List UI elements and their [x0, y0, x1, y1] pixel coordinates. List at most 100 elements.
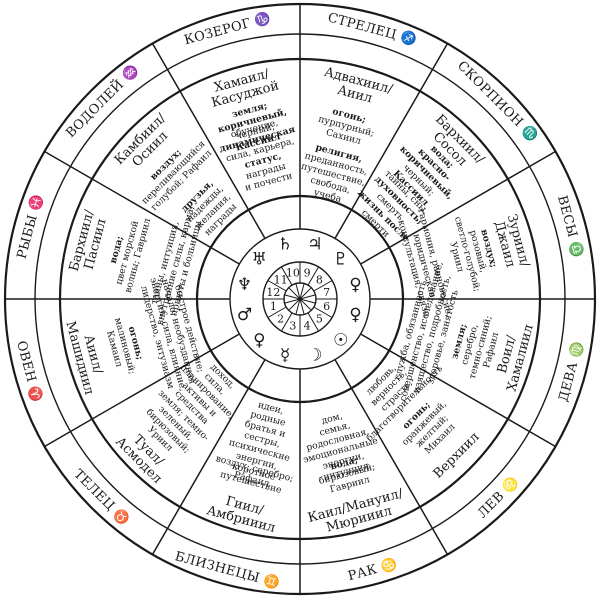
zodiac-sign-label: СТРЕЛЕЦ ♐	[326, 9, 419, 48]
zodiac-sign-name: ТЕЛЕЦ	[70, 467, 117, 514]
hub-divider	[281, 312, 293, 332]
zodiac-sign-icon: ♑	[253, 10, 273, 30]
house-number: 9	[304, 266, 311, 279]
planet-symbol-icon: ♆	[237, 275, 252, 295]
hub-divider	[267, 280, 287, 292]
house-number: 7	[323, 286, 330, 299]
hub-spoke	[288, 287, 301, 300]
house-number: 12	[266, 286, 280, 299]
hub-divider	[313, 280, 333, 292]
zodiac-sign-name: БЛИЗНЕЦЫ	[173, 549, 261, 586]
zodiac-sign: СКОРПИОН ♏	[454, 58, 541, 145]
planet-symbol-icon: ♅	[252, 249, 267, 269]
element-color-text: огонь;малиновый;Камаил	[104, 317, 145, 376]
planet-symbol-icon: ♂	[237, 305, 252, 325]
hub-spoke	[288, 298, 301, 311]
zodiac-sign-label: РАК ♋	[346, 556, 399, 585]
planet-symbol-icon: ♃	[307, 235, 322, 255]
planet-symbol-icon: ☉	[333, 331, 348, 351]
hub-divider	[307, 312, 319, 332]
hub-spoke	[284, 298, 301, 304]
zodiac-sign-name: КОЗЕРОГ	[183, 16, 253, 48]
house-number: 1	[270, 300, 277, 313]
zodiac-sign-icon: ♐	[399, 29, 419, 49]
angel-name: Адвахиил/Аиил	[322, 65, 394, 107]
zodiac-sign: ЛЕВ ♌	[474, 473, 522, 521]
zodiac-sign-name: РАК	[346, 562, 378, 584]
zodiac-sign-label: РЫБЫ ♓	[14, 193, 47, 261]
hub-divider	[313, 306, 333, 318]
angel-name: Бархиил/Пасиил	[67, 208, 110, 273]
hub-spoke	[299, 298, 316, 304]
zodiac-sign-icon: ♎	[566, 239, 586, 259]
sector-divider	[44, 150, 240, 265]
element-color-text: огонь;пурпурный;Сахиил	[317, 106, 375, 147]
element-color-text: земля; темно-зеленый,бирюзовый;Уриил	[144, 388, 212, 456]
hub-spoke	[299, 298, 305, 315]
wheel-spokes	[5, 4, 595, 594]
hub-spoke	[295, 283, 301, 300]
zodiac-sign-name: ВЕСЫ	[554, 194, 580, 239]
angel-name: Хамаил/Касуджой	[210, 66, 281, 110]
zodiac-sign: РЫБЫ ♓	[14, 193, 47, 261]
zodiac-sign: СТРЕЛЕЦ ♐	[326, 9, 419, 48]
zodiac-sign-label: СКОРПИОН ♏	[454, 58, 541, 145]
angel-name: Аиил/Машидиил	[62, 320, 105, 397]
zodiac-sign: ВЕСЫ ♎	[554, 194, 586, 260]
zodiac-sign-name: ОВЕН	[13, 339, 38, 384]
hub-spoke	[299, 283, 305, 300]
zodiac-sign-label: КОЗЕРОГ ♑	[182, 10, 272, 49]
planet-symbol-icon: ☿	[280, 346, 290, 366]
zodiac-sign-icon: ♌	[499, 473, 522, 496]
hub-spoke	[284, 294, 301, 300]
hub-spoke	[299, 298, 312, 311]
house-number: 10	[286, 266, 300, 279]
house-meaning-text: дом,семья,родословная,эмоциональныеэнерг…	[302, 411, 379, 484]
planet-symbol-icon: ♇	[333, 249, 348, 269]
sector-divider	[151, 359, 266, 555]
hub-divider	[267, 306, 287, 318]
sector-divider	[334, 43, 449, 239]
house-number: 4	[304, 320, 311, 333]
zodiac-sign-label: ЛЕВ ♌	[474, 473, 522, 521]
zodiac-sign-name: СКОРПИОН	[454, 58, 526, 130]
house-meaning-text: тайны, сны,духовность,смерть,жизнь после…	[355, 168, 431, 244]
house-number: 5	[316, 312, 323, 325]
hub-spoke	[299, 287, 312, 300]
planet-symbol-ring: ♃♇♀♀☉☽☿♀♂♆♅♄	[237, 235, 362, 366]
planet-symbol-icon: ♀	[253, 331, 265, 351]
house-number: 6	[323, 300, 330, 313]
zodiac-sign-name: РЫБЫ	[15, 213, 41, 260]
house-number: 2	[277, 312, 284, 325]
sector-divider	[360, 150, 556, 265]
zodiac-sign-icon: ♈	[25, 384, 45, 404]
zodiac-sign: КОЗЕРОГ ♑	[182, 10, 273, 49]
planet-symbol-icon: ☽	[307, 346, 322, 366]
house-number: 11	[274, 274, 288, 287]
planet-symbol-icon: ♄	[277, 235, 292, 255]
zodiac-sign-icon: ♓	[27, 193, 47, 213]
hub-spoke	[295, 298, 301, 315]
sector-divider	[334, 359, 449, 555]
sector-divider	[44, 333, 240, 448]
zodiac-sign: РАК ♋	[346, 556, 399, 585]
house-number: 3	[289, 320, 296, 333]
planet-symbol-icon: ♀	[349, 275, 361, 295]
sector-divider	[360, 333, 556, 448]
angel-name: Воил/Хамалиил	[495, 323, 537, 393]
house-number: 8	[316, 274, 323, 287]
zodiac-sign-icon: ♊	[262, 572, 282, 592]
house-meaning-text-line: дом,	[320, 411, 343, 427]
hub-divider	[281, 266, 293, 286]
angel-name: Гиил/Амбрииил	[205, 494, 277, 536]
zodiac-sign-name: СТРЕЛЕЦ	[326, 10, 398, 43]
planet-symbol-icon: ♀	[349, 305, 361, 325]
zodiac-sign-icon: ♍	[567, 340, 587, 360]
hub-spoke	[299, 294, 316, 300]
zodiac-sign-icon: ♋	[379, 556, 399, 576]
zodiac-sign-icon: ♒	[119, 62, 142, 85]
